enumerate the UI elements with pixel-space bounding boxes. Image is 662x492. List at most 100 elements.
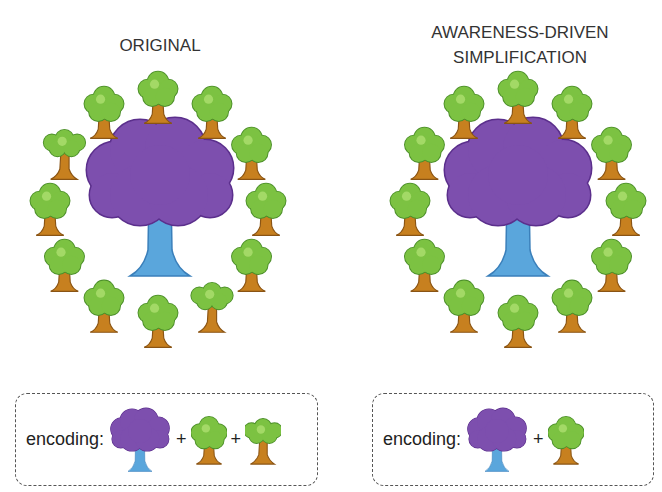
panel-heading: ORIGINAL [40,33,280,58]
canopy-edge [249,144,267,162]
canopy-outline [498,296,537,331]
canopy-lobe [488,145,548,205]
canopy-lobe [102,297,120,315]
canopy-outline [245,418,281,442]
tree-icon [548,415,584,465]
canopy-outline [548,416,584,448]
canopy-highlight [558,424,566,432]
canopy-fill [84,87,123,122]
canopy-highlight [205,290,214,299]
encoding-term: encoding: [383,406,529,474]
canopy-edge [422,256,440,274]
canopy-highlight [416,248,425,257]
canopy-edge [624,200,642,218]
canopy-fill [84,281,123,316]
canopy-fill [444,87,483,122]
canopy-fill [592,240,631,274]
ring-tree [390,184,429,236]
canopy-lobe [128,419,152,443]
central-tree [445,118,591,276]
canopy-lobe [485,419,509,443]
canopy-lobe [249,256,267,274]
canopy-edge [62,256,80,274]
canopy-highlight [204,95,213,104]
canopy-outline [552,281,591,316]
canopy-edge [570,103,588,121]
canopy-outline [405,240,444,274]
canopy-edge [570,297,588,315]
canopy-edge [563,431,580,448]
canopy-fill [552,281,591,316]
ring-tree [405,240,444,292]
plus-sign: + [231,429,242,450]
tree-icon [245,415,281,465]
canopy-edge [48,200,66,218]
ring-tree [192,87,231,139]
canopy-highlight [564,289,573,298]
canopy-lobe [563,431,580,448]
plus-sign: + [533,429,544,450]
tree-icon-shape [245,418,281,463]
canopy-outline [444,281,483,316]
canopy-edge [206,431,223,448]
canopy-highlight [56,248,65,257]
canopy-fill [192,87,231,122]
canopy-outline [45,240,84,274]
canopy-fill [138,296,177,331]
encoding-term: + [176,415,227,465]
tree-icon [108,406,172,474]
canopy-edge [156,88,174,106]
canopy-highlight [258,192,267,201]
canopy-edge [210,103,228,121]
tree-icon [465,406,529,474]
canopy-lobe [516,312,534,330]
canopy-lobe [130,145,190,205]
tree-icon [191,415,227,465]
plus-sign: + [176,429,187,450]
canopy-fill [592,128,631,163]
ring-tree [138,72,177,124]
canopy-edge [609,256,627,274]
canopy-fill [45,240,84,274]
canopy-outline [232,240,271,274]
ring-tree [405,128,444,180]
canopy-outline [390,184,429,219]
canopy-lobe [422,144,440,162]
ring-tree [498,72,537,124]
canopy-edge [485,419,509,443]
canopy-outline [444,87,483,122]
canopy-outline [192,87,231,122]
canopy-highlight [510,304,519,313]
canopy-highlight [618,192,627,201]
canopy-lobe [570,103,588,121]
encoding-box: encoding:++ [15,393,318,486]
ring-tree [444,281,483,333]
ring-tree [606,184,645,236]
ring-tree [444,87,483,139]
canopy-lobe [408,200,426,218]
canopy-fill [498,72,537,107]
ring-tree [191,283,232,332]
ring-tree [592,128,631,180]
canopy-outline [498,72,537,107]
canopy-outline [232,128,271,163]
canopy-highlight [456,289,465,298]
canopy-lobe [264,200,282,218]
canopy-outline [138,296,177,331]
canopy-fill [232,128,271,163]
canopy-fill [191,416,227,448]
canopy-lobe [609,256,627,274]
canopy-highlight [456,95,465,104]
canopy-lobe [249,144,267,162]
ring-tree [44,130,85,179]
encoding-box: encoding:+ [372,393,654,486]
canopy-lobe [62,256,80,274]
canopy-outline [84,281,123,316]
canopy-lobe [48,200,66,218]
canopy-edge [264,200,282,218]
canopy-edge [102,103,120,121]
canopy-lobe [206,431,223,448]
encoding-term: encoding: [26,406,172,474]
canopy-fill [30,184,69,219]
tree-icon-shape [548,416,584,463]
